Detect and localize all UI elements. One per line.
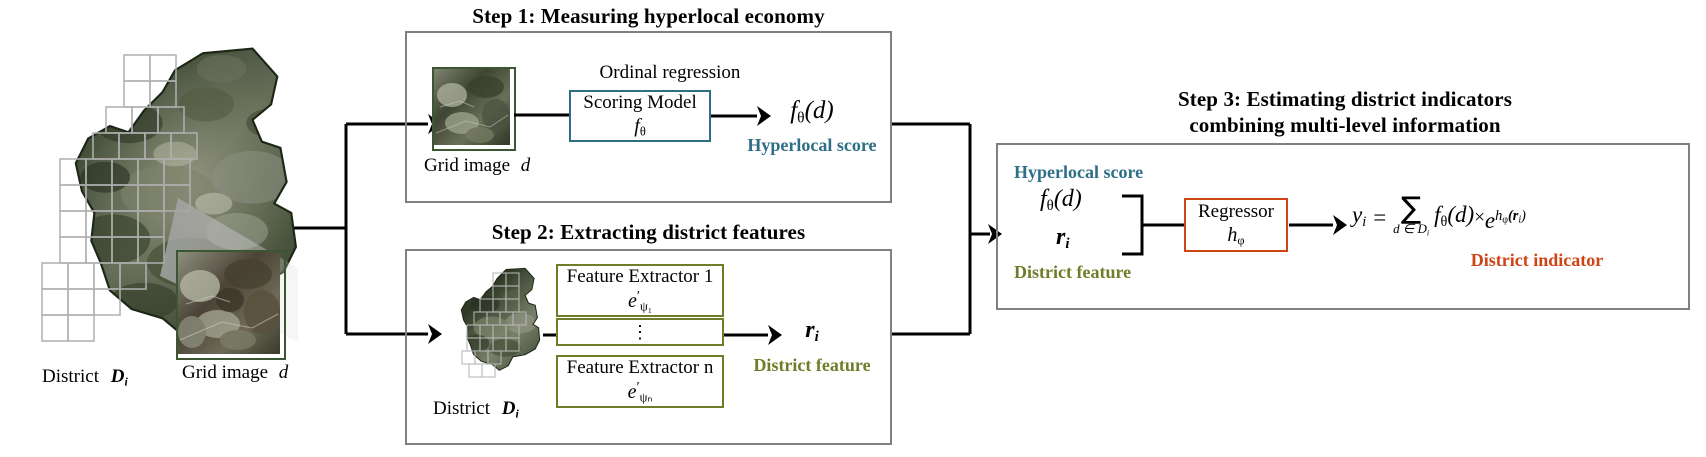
formula-summation: ∑ d ∈ Di [1393, 194, 1430, 240]
step1-grid-symbol: d [520, 155, 531, 176]
district-caption-text: District [42, 366, 99, 387]
step1-model-to-output-arrow [711, 106, 771, 126]
step1-title: Step 1: Measuring hyperlocal economy [405, 3, 892, 29]
step2-extractors-to-output-arrow [724, 325, 782, 345]
feature-extractor-ellipsis: ⋮ [631, 322, 649, 342]
step3-regressor-to-formula-arrow [1289, 215, 1347, 235]
step3-district-feature-label: District feature [1014, 262, 1131, 283]
step3-hyperlocal-label: Hyperlocal score [1014, 162, 1143, 183]
regressor-label: Regressor [1198, 201, 1274, 223]
step2-district-shape [460, 267, 541, 378]
district-indicator-label: District indicator [1470, 250, 1604, 271]
district-overview-figure: District Di Grid image d [20, 30, 320, 430]
grid-symbol: d [278, 362, 289, 383]
step2-district-caption: District Di [433, 398, 519, 421]
step1-output: fθ(d) Hyperlocal score [742, 96, 882, 156]
step2-district-subscript: i [515, 407, 519, 421]
grid-image-caption-left: Grid image d [182, 362, 288, 384]
feature-extractor-middle-box[interactable]: ⋮ [556, 318, 724, 346]
feature-extractor-1-param: e′ψ₁ [627, 289, 653, 314]
grid-image-thumbnail-left [176, 250, 286, 360]
step3-title-line1: Step 3: Estimating district indicators [1178, 87, 1512, 111]
step3-hyperlocal-label-text: Hyperlocal score [1014, 162, 1144, 182]
feature-extractor-n-param: e′ψₙ [627, 380, 653, 405]
step3-panel [996, 143, 1690, 310]
step3-district-feature-symbol: ri [1056, 224, 1070, 253]
step1-grid-image [432, 67, 516, 151]
step2-panel [405, 249, 892, 445]
formula-term1: fθ(d) [1434, 201, 1475, 230]
step1-grid-caption: Grid image d [424, 155, 530, 177]
arrow-to-step2 [428, 324, 442, 344]
district-symbol: D [110, 366, 125, 387]
step2-district-caption-text: District [433, 398, 490, 419]
arrow-to-step3 [988, 224, 1002, 244]
scoring-model-label: Scoring Model [583, 92, 697, 114]
step3-hyperlocal-symbol: fθ(d) [1040, 186, 1082, 215]
step2-title: Step 2: Extracting district features [405, 219, 892, 245]
step1-image-to-model-line [514, 113, 570, 117]
step2-district-symbol: D [501, 398, 516, 419]
formula-lhs: yi [1352, 201, 1367, 230]
grid-caption-text: Grid image [182, 362, 269, 383]
step3-bracket [1122, 194, 1184, 256]
regressor-box[interactable]: Regressor hφ [1184, 198, 1288, 252]
step3-title: Step 3: Estimating district indicators c… [1000, 86, 1690, 138]
step1-panel [405, 31, 892, 203]
district-caption-left: District Di [42, 366, 128, 389]
ordinal-regression-label: Ordinal regression [570, 62, 770, 84]
formula-exponential: ehφ(ri) [1484, 207, 1526, 233]
feature-extractor-1-label: Feature Extractor 1 [566, 266, 714, 288]
formula-summation-range: d ∈ Di [1393, 221, 1430, 238]
feature-extractor-1-box[interactable]: Feature Extractor 1 e′ψ₁ [556, 264, 724, 317]
formula-equals: = [1373, 205, 1387, 231]
feature-extractor-n-box[interactable]: Feature Extractor n e′ψₙ [556, 355, 724, 408]
feature-extractor-n-label: Feature Extractor n [566, 357, 714, 379]
district-subscript: i [124, 375, 128, 389]
ordinal-regression-text: Ordinal regression [599, 62, 741, 83]
step2-output: ri District feature [742, 316, 882, 376]
step3-title-line2: combining multi-level information [1189, 113, 1501, 137]
step1-title-text: Step 1: Measuring hyperlocal economy [472, 4, 825, 28]
district-indicator-formula: yi = ∑ d ∈ Di fθ(d) × ehφ(ri) District i… [1352, 194, 1682, 271]
formula-times: × [1474, 207, 1485, 229]
step2-title-text: Step 2: Extracting district features [491, 220, 806, 244]
hyperlocal-score-label: Hyperlocal score [747, 135, 877, 156]
step1-grid-caption-text: Grid image [424, 155, 511, 176]
hyperlocal-score-symbol: fθ(d) [790, 97, 834, 127]
scoring-model-param: fθ [634, 115, 646, 139]
district-feature-symbol: ri [805, 317, 819, 346]
step3-district-feature-label-text: District feature [1014, 262, 1132, 282]
merge-connector-right [892, 122, 1002, 336]
district-feature-label: District feature [753, 355, 871, 376]
scoring-model-box[interactable]: Scoring Model fθ [569, 90, 711, 142]
regressor-param: hφ [1227, 224, 1245, 248]
